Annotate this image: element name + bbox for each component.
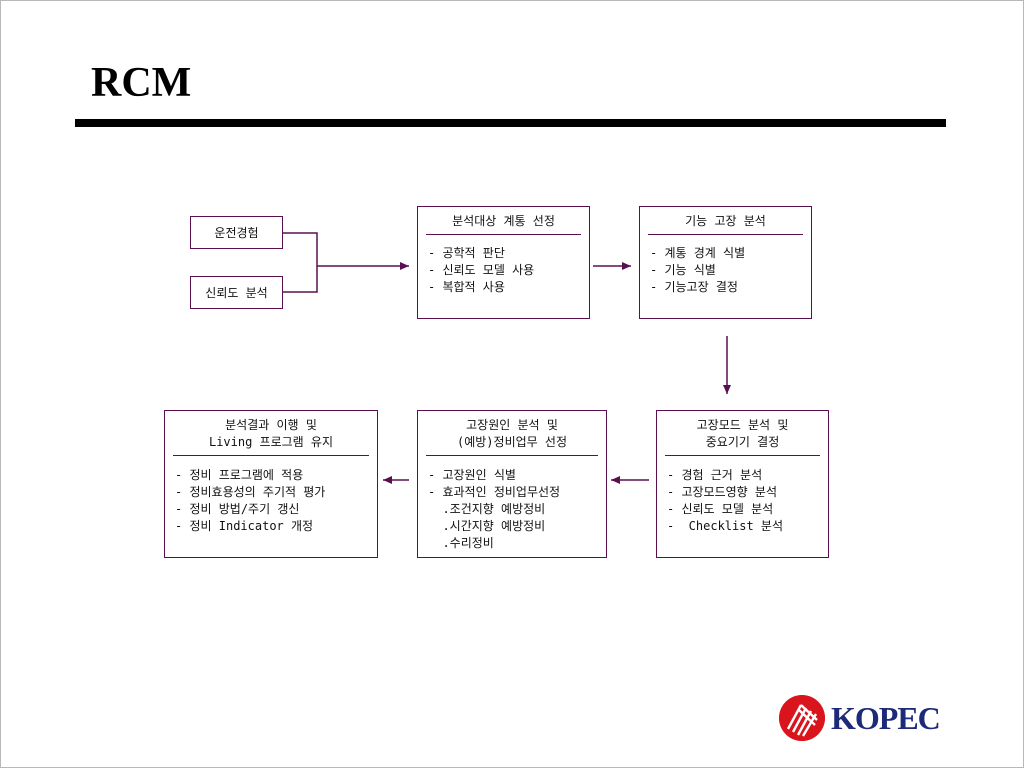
header-divider xyxy=(426,455,598,456)
step-header: 기능 고장 분석 xyxy=(648,213,803,230)
kopec-logo: KOPEC xyxy=(779,695,941,741)
input-box-reliability-analysis: 신뢰도 분석 xyxy=(190,276,283,309)
list-item: - 정비 방법/주기 갱신 xyxy=(175,502,300,516)
step-header: 고장모드 분석 및 중요기기 결정 xyxy=(665,417,820,451)
connector-operating-experience xyxy=(283,232,318,293)
list-item: - 계통 경계 식별 xyxy=(650,246,746,260)
list-item: .조건지향 예방정비 xyxy=(428,502,546,516)
list-item: - Checklist 분석 xyxy=(667,519,784,533)
step-header: 분석대상 계통 선정 xyxy=(426,213,581,230)
header-divider xyxy=(173,455,369,456)
list-item: - 복합적 사용 xyxy=(428,280,505,294)
step-items: - 공학적 판단 - 신뢰도 모델 사용 - 복합적 사용 xyxy=(428,245,585,296)
header-line: 고장모드 분석 및 xyxy=(696,418,789,432)
list-item: - 효과적인 정비업무선정 xyxy=(428,485,561,499)
header-line: 고장원인 분석 및 xyxy=(466,418,558,432)
list-item: - 기능 식별 xyxy=(650,263,716,277)
step-items: - 경험 근거 분석 - 고장모드영향 분석 - 신뢰도 모델 분석 - Che… xyxy=(667,467,824,535)
list-item: - 고장모드영향 분석 xyxy=(667,485,777,499)
step-items: - 고장원인 식별 - 효과적인 정비업무선정 .조건지향 예방정비 .시간지향… xyxy=(428,467,602,552)
step-items: - 계통 경계 식별 - 기능 식별 - 기능고장 결정 xyxy=(650,245,807,296)
list-item: - 정비 Indicator 개정 xyxy=(175,519,314,533)
header-divider xyxy=(426,234,581,235)
input-label-operating-experience: 운전경험 xyxy=(214,226,259,240)
header-line: 중요기기 결정 xyxy=(705,435,780,449)
header-divider xyxy=(665,455,820,456)
input-box-operating-experience: 운전경험 xyxy=(190,216,283,249)
header-line: 분석대상 계통 선정 xyxy=(452,214,555,228)
step-box-failure-cause-analysis: 고장원인 분석 및 (예방)정비업무 선정 - 고장원인 식별 - 효과적인 정… xyxy=(417,410,607,558)
kopec-logo-mark-icon xyxy=(779,695,825,741)
header-line: 기능 고장 분석 xyxy=(685,214,766,228)
title-underline xyxy=(75,119,946,127)
step-items: - 정비 프로그램에 적용 - 정비효용성의 주기적 평가 - 정비 방법/주기… xyxy=(175,467,373,535)
header-line: Living 프로그램 유지 xyxy=(208,435,334,449)
list-item: - 신뢰도 모델 사용 xyxy=(428,263,535,277)
step-box-system-selection: 분석대상 계통 선정 - 공학적 판단 - 신뢰도 모델 사용 - 복합적 사용 xyxy=(417,206,590,319)
header-divider xyxy=(648,234,803,235)
header-line: (예방)정비업무 선정 xyxy=(457,435,567,449)
list-item: - 정비 프로그램에 적용 xyxy=(175,468,304,482)
list-item: - 정비효용성의 주기적 평가 xyxy=(175,485,326,499)
list-item: - 신뢰도 모델 분석 xyxy=(667,502,774,516)
step-box-functional-failure-analysis: 기능 고장 분석 - 계통 경계 식별 - 기능 식별 - 기능고장 결정 xyxy=(639,206,812,319)
list-item: .시간지향 예방정비 xyxy=(428,519,546,533)
input-label-reliability-analysis: 신뢰도 분석 xyxy=(205,286,268,300)
list-item: - 경험 근거 분석 xyxy=(667,468,763,482)
step-box-failure-mode-analysis: 고장모드 분석 및 중요기기 결정 - 경험 근거 분석 - 고장모드영향 분석… xyxy=(656,410,829,558)
list-item: - 공학적 판단 xyxy=(428,246,505,260)
page-title: RCM xyxy=(91,60,192,106)
step-header: 분석결과 이행 및 Living 프로그램 유지 xyxy=(173,417,369,451)
step-header: 고장원인 분석 및 (예방)정비업무 선정 xyxy=(426,417,598,451)
logo-text: KOPEC xyxy=(831,699,941,736)
step-box-implementation-living-program: 분석결과 이행 및 Living 프로그램 유지 - 정비 프로그램에 적용 -… xyxy=(164,410,378,558)
list-item: - 고장원인 식별 xyxy=(428,468,516,482)
header-line: 분석결과 이행 및 xyxy=(225,418,317,432)
list-item: - 기능고장 결정 xyxy=(650,280,738,294)
list-item: .수리정비 xyxy=(428,536,494,550)
